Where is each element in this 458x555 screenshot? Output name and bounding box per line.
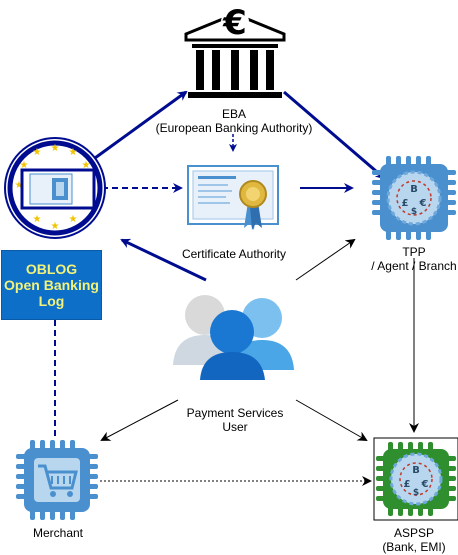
svg-text:£: £ (404, 479, 411, 490)
merchant-label: Merchant (32, 526, 84, 540)
edge-oblog-eba (94, 90, 188, 160)
svg-text:€: € (222, 3, 247, 43)
edge-psu-oblog (120, 238, 207, 282)
tpp-label: TPP / Agent / Branch (364, 245, 458, 273)
tpp-name: TPP (402, 245, 426, 259)
svg-text:★: ★ (69, 214, 78, 225)
edge-psu-aspsp (295, 399, 368, 441)
bank-euro-icon: € (184, 3, 286, 98)
ca-label: Certificate Authority (181, 247, 287, 261)
svg-text:B: B (410, 184, 418, 195)
oblog-subtitle: Open Banking (4, 277, 99, 293)
svg-text:★: ★ (33, 147, 42, 158)
oblog-title: OBLOG (25, 261, 78, 277)
edge-psu-merchant (100, 399, 179, 441)
oblog-subtitle-2: Log (38, 293, 65, 309)
svg-text:★: ★ (82, 160, 91, 171)
users-group-icon (173, 295, 294, 380)
svg-text:$: $ (411, 207, 417, 217)
svg-text:B: B (412, 465, 420, 476)
psu-name-2: User (222, 420, 248, 434)
oblog-box[interactable]: OBLOG Open Banking Log (1, 250, 102, 320)
svg-text:★: ★ (20, 160, 29, 171)
eu-stars-badge-icon: ★ ★ ★ ★ ★ ★ ★ ★ ★ ★ ★ ★ (4, 137, 106, 239)
svg-text:€: € (421, 479, 429, 490)
svg-text:$: $ (413, 488, 419, 498)
aspsp-label: ASPSP (Bank, EMI) (364, 526, 458, 554)
chip-cart-icon (16, 440, 98, 520)
certificate-icon (187, 165, 279, 230)
svg-text:€: € (419, 198, 427, 209)
svg-text:£: £ (402, 198, 409, 209)
psu-label: Payment Services User (170, 406, 300, 434)
connectors (54, 90, 419, 486)
eba-name: EBA (221, 107, 246, 121)
svg-text:★: ★ (51, 221, 60, 232)
aspsp-chip-icon: B £ € $ (373, 437, 458, 521)
svg-text:★: ★ (33, 214, 42, 225)
svg-text:★: ★ (51, 143, 60, 154)
svg-text:★: ★ (69, 147, 78, 158)
eba-label: EBA (European Banking Authority) (134, 107, 334, 135)
tpp-roles: / Agent / Branch (371, 259, 457, 273)
aspsp-types: (Bank, EMI) (382, 540, 446, 554)
edge-psu-tpp (295, 238, 356, 281)
aspsp-name: ASPSP (393, 526, 435, 540)
svg-text:★: ★ (15, 180, 24, 191)
psu-name: Payment Services (186, 406, 284, 420)
eba-full-name: (European Banking Authority) (155, 121, 313, 135)
chip-currency-icon: B £ € $ (372, 156, 456, 240)
edge-eba-tpp (283, 90, 386, 180)
